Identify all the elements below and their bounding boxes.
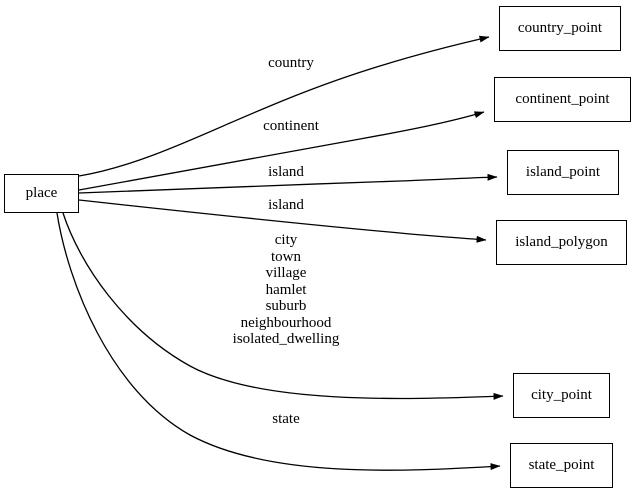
edges-group: [56, 35, 504, 471]
edge-label-island-polygon: island: [268, 197, 304, 213]
edge-place-state_point[interactable]: [56, 212, 501, 471]
node-state-point[interactable]: state_point: [510, 443, 613, 488]
node-label-state-point: state_point: [528, 457, 595, 473]
node-country-point[interactable]: country_point: [499, 6, 621, 51]
edge-label-city-values: city town village hamlet suburb neighbou…: [232, 232, 340, 347]
edge-label-continent: continent: [263, 118, 319, 134]
edge-place-country_point[interactable]: [78, 35, 490, 177]
edge-label-island-point: island: [268, 164, 304, 180]
edge-place-city_point[interactable]: [62, 212, 504, 400]
edge-place-island_point[interactable]: [78, 173, 498, 194]
node-label-country-point: country_point: [517, 20, 603, 36]
node-continent-point[interactable]: continent_point: [494, 77, 631, 122]
edge-label-country: country: [268, 55, 314, 71]
node-label-place: place: [25, 185, 58, 201]
node-label-city-point: city_point: [531, 387, 592, 403]
edge-place-continent_point[interactable]: [78, 111, 485, 191]
node-label-island-point: island_point: [525, 164, 601, 180]
node-label-continent-point: continent_point: [515, 91, 610, 107]
node-label-island-polygon: island_polygon: [515, 234, 608, 250]
node-island-polygon[interactable]: island_polygon: [496, 220, 627, 265]
edge-place-island_polygon[interactable]: [78, 199, 487, 243]
edge-label-state: state: [272, 411, 300, 427]
node-city-point[interactable]: city_point: [513, 373, 610, 418]
node-place[interactable]: place: [4, 174, 79, 213]
node-island-point[interactable]: island_point: [507, 150, 619, 195]
